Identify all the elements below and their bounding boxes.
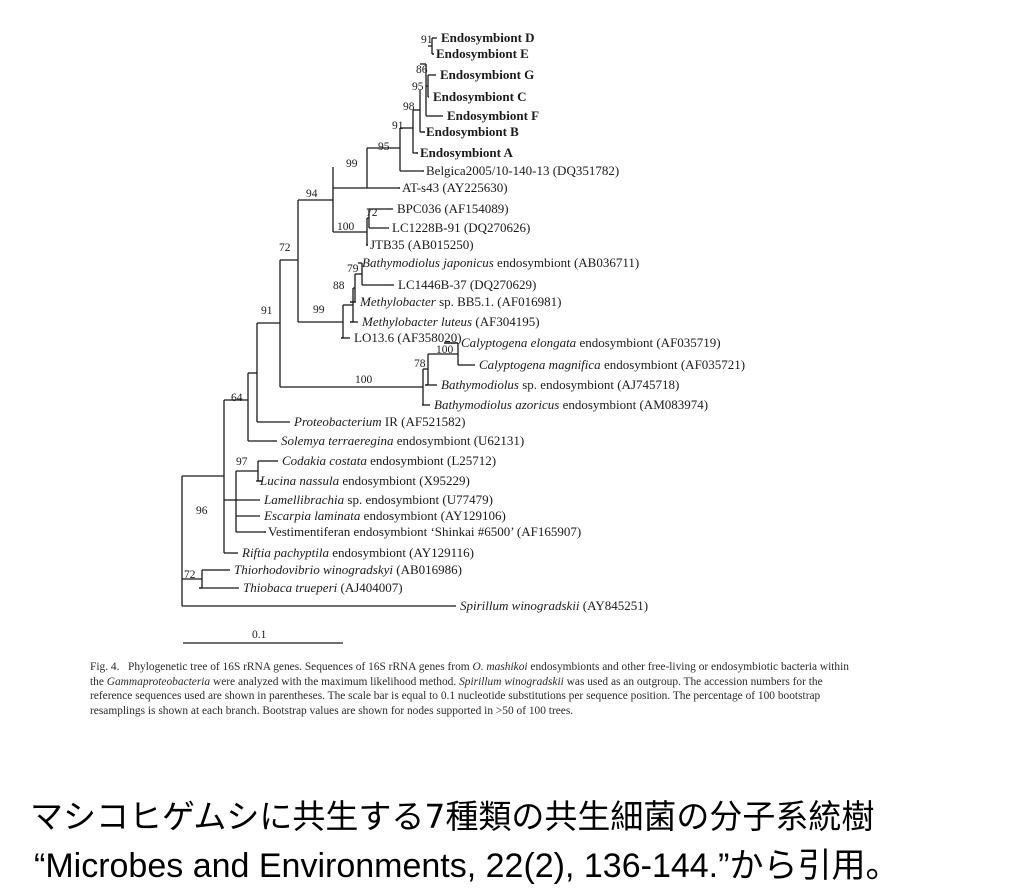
figure-number: Fig. 4. [90,661,120,673]
leaf-label-cel: Calyptogena elongata endosymbiont (AF035… [461,335,721,350]
leaf-label-lam: Lamellibrachia sp. endosymbiont (U77479) [263,492,493,507]
leaf-label-prot: Proteobacterium IR (AF521582) [293,414,465,429]
japanese-title: マシコヒゲムシに共生する7種類の共生細菌の分子系統樹 [30,797,875,836]
bootstrap-value: 86 [416,64,428,76]
bootstrap-value: 72 [366,207,378,219]
leaf-label-B: Endosymbiont B [426,124,519,139]
bootstrap-value: 95 [378,141,390,153]
bootstrap-value: 78 [414,358,426,370]
bootstrap-value: 94 [306,188,318,200]
bootstrap-value: 91 [261,305,273,317]
leaf-label-bsp: Bathymodiolus sp. endosymbiont (AJ745718… [441,377,679,392]
bootstrap-value: 100 [355,374,373,386]
scale-bar-label: 0.1 [252,629,267,641]
leaf-label-lc1446: LC1446B-37 (DQ270629) [398,277,536,292]
leaf-label-luc: Lucina nassula endosymbiont (X95229) [259,473,470,488]
leaf-label-thtr: Thiobaca trueperi (AJ404007) [243,580,403,595]
leaf-label-A: Endosymbiont A [420,145,513,160]
leaf-label-bazo: Bathymodiolus azoricus endosymbiont (AM0… [434,397,708,412]
bootstrap-value: 100 [436,344,454,356]
bootstrap-value: 72 [279,242,291,254]
leaf-label-rif: Riftia pachyptila endosymbiont (AY129116… [241,545,474,560]
leaf-label-C: Endosymbiont C [433,89,527,104]
bootstrap-value: 96 [196,505,208,517]
bootstrap-value: 91 [421,34,433,46]
leaf-label-lo136: LO13.6 (AF358020) [354,330,462,345]
bootstrap-value: 98 [403,101,415,113]
leaf-label-bpc036: BPC036 (AF154089) [397,201,509,216]
bootstrap-value: 91 [392,120,404,132]
citation-line: “Microbes and Environments, 22(2), 136-1… [34,847,900,885]
bootstrap-value: 99 [346,158,358,170]
leaf-label-G: Endosymbiont G [440,67,534,82]
bootstrap-value: 100 [337,221,355,233]
bootstrap-value: 97 [236,456,248,468]
leaf-label-mlut: Methylobacter luteus (AF304195) [361,314,540,329]
bootstrap-value: 99 [313,304,325,316]
leaf-label-cmag: Calyptogena magnifica endosymbiont (AF03… [479,357,745,372]
bootstrap-value: 64 [231,392,243,404]
figure-caption: Fig. 4. Phylogenetic tree of 16S rRNA ge… [90,660,850,718]
caption-text: Phylogenetic tree of 16S rRNA genes. Seq… [90,661,849,717]
leaf-label-mbb51: Methylobacter sp. BB5.1. (AF016981) [359,294,562,309]
leaf-label-D: Endosymbiont D [441,30,535,45]
leaf-label-sol: Solemya terraeregina endosymbiont (U6213… [281,433,524,448]
leaf-label-belgica: Belgica2005/10-140-13 (DQ351782) [426,163,619,178]
leaf-label-cod: Codakia costata endosymbiont (L25712) [282,453,496,468]
leaf-label-thio: Thiorhodovibrio winogradskyi (AB016986) [234,562,462,577]
bootstrap-value: 95 [412,81,424,93]
leaf-label-esc: Escarpia laminata endosymbiont (AY129106… [263,508,506,523]
leaf-label-E: Endosymbiont E [436,46,529,61]
leaf-label-lc1228: LC1228B-91 (DQ270626) [392,220,530,235]
scale-bar: 0.1 [183,629,343,644]
leaf-label-F: Endosymbiont F [447,108,539,123]
leaf-label-bjap: Bathymodiolus japonicus endosymbiont (AB… [362,255,639,270]
leaf-label-jtb35: JTB35 (AB015250) [370,237,474,252]
bootstrap-value: 72 [184,569,196,581]
bootstrap-value: 88 [333,280,345,292]
bootstrap-value: 79 [347,263,359,275]
leaf-label-ves: Vestimentiferan endosymbiont ‘Shinkai #6… [268,524,581,539]
leaf-label-spir: Spirillum winogradskii (AY845251) [460,598,648,613]
leaf-label-ats43: AT-s43 (AY225630) [402,180,508,195]
tree-branches [181,37,475,607]
bootstrap-values: 9186959891959972100947988991007810072916… [184,34,454,581]
